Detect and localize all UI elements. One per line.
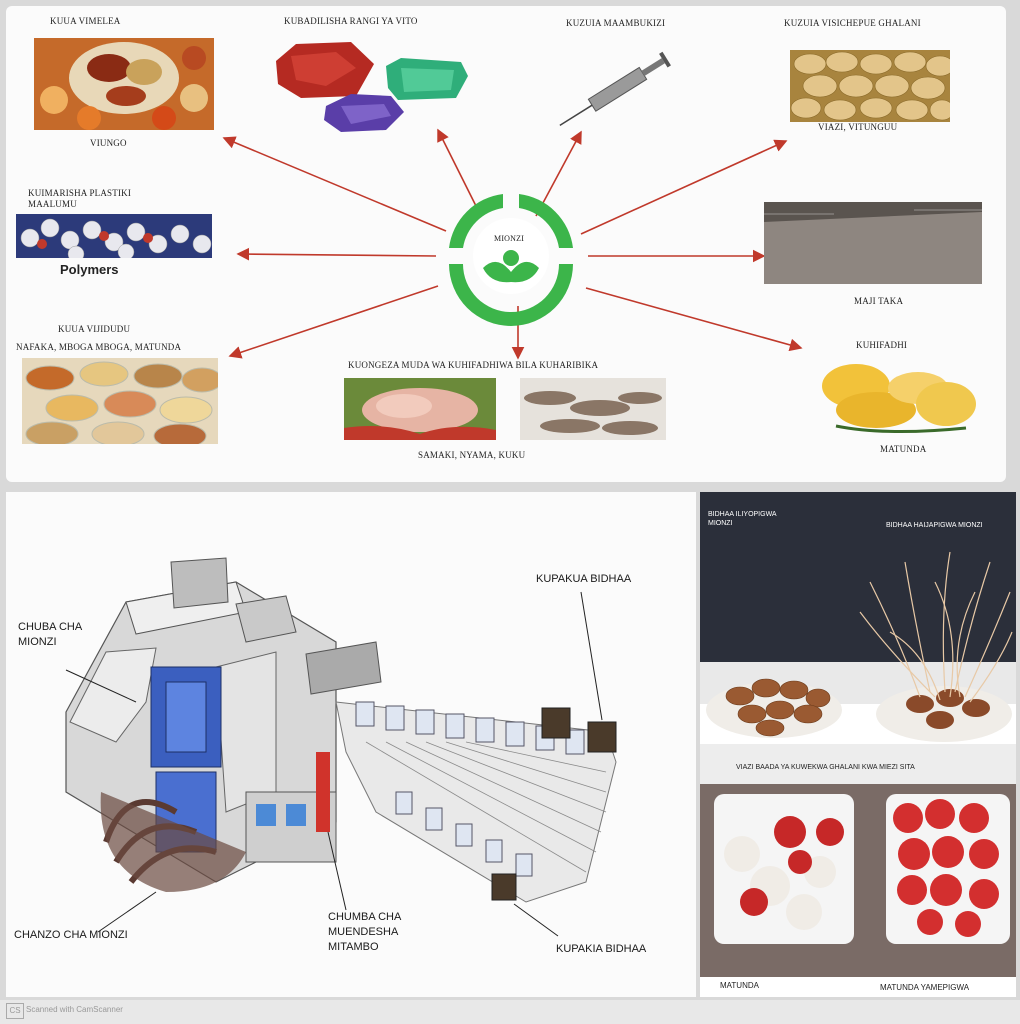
arrow-to-spices bbox=[222, 136, 447, 232]
irradiated-label: BIDHAA ILIYOPIGWA MIONZI bbox=[708, 510, 777, 528]
control-room-line1: CHUMBA CHA bbox=[328, 911, 402, 923]
arrow-to-syringe bbox=[535, 130, 582, 217]
fruit-right-caption: MATUNDA YAMEPIGWA bbox=[880, 983, 970, 992]
spices-caption: VIUNGO bbox=[90, 138, 127, 148]
syringe-icon bbox=[559, 51, 671, 126]
control-room-line3: MITAMBO bbox=[328, 941, 379, 953]
arrow-to-gems bbox=[437, 128, 482, 217]
plastic-title-line1: KUIMARISHA PLASTIKI bbox=[28, 188, 132, 198]
grains-title: KUUA VIJIDUDU bbox=[58, 324, 131, 334]
comparison-photos bbox=[700, 492, 1016, 997]
waste-water-caption: MAJI TAKA bbox=[854, 296, 904, 306]
scanner-text: Scanned with CamScanner bbox=[26, 1005, 123, 1014]
meat-caption: SAMAKI, NYAMA, KUKU bbox=[418, 450, 526, 460]
chamber-label-line2: MIONZI bbox=[18, 636, 57, 648]
arrow-to-grains bbox=[228, 285, 439, 359]
not-irradiated-label: BIDHAA HAIJAPIGWA MIONZI bbox=[886, 522, 983, 529]
source-label: CHANZO CHA MIONZI bbox=[14, 929, 128, 941]
waste-water-image bbox=[764, 202, 982, 284]
radura-logo-icon bbox=[449, 194, 573, 326]
spices-title: KUUA VIMELEA bbox=[50, 16, 121, 26]
gems-title: KUBADILISHA RANGI YA VITO bbox=[284, 16, 418, 26]
chamber-label-line1: CHUBA CHA bbox=[18, 621, 83, 633]
arrow-to-fruit bbox=[585, 287, 803, 352]
arrow-to-potatoes bbox=[580, 139, 788, 235]
unload-label: KUPAKUA BIDHAA bbox=[536, 573, 632, 585]
potatoes-caption: VIAZI, VITUNGUU bbox=[818, 122, 898, 132]
grains-subtitle: NAFAKA, MBOGA MBOGA, MATUNDA bbox=[16, 342, 182, 352]
load-label: KUPAKIA BIDHAA bbox=[556, 943, 647, 955]
scanner-footer: CS Scanned with CamScanner bbox=[0, 1000, 1020, 1024]
spices-image bbox=[34, 38, 214, 130]
grains-image bbox=[22, 358, 218, 444]
comparison-photo-panel: BIDHAA ILIYOPIGWA MIONZI BIDHAA HAIJAPIG… bbox=[700, 492, 1016, 997]
potato-caption: VIAZI BAADA YA KUWEKWA GHALANI KWA MIEZI… bbox=[736, 764, 915, 771]
gems-image bbox=[276, 42, 468, 132]
mango-image bbox=[822, 364, 976, 434]
chamber-label: CHUBA CHA MIONZI bbox=[18, 620, 82, 650]
syringe-title: KUZUIA MAAMBUKIZI bbox=[566, 18, 666, 28]
polymer-caption: Polymers bbox=[60, 262, 119, 277]
irradiated-label-line1: BIDHAA ILIYOPIGWA bbox=[708, 511, 777, 518]
fruit-title: KUHIFADHI bbox=[856, 340, 908, 350]
potatoes-title: KUZUIA VISICHEPUE GHALANI bbox=[784, 18, 921, 28]
fruit-caption: MATUNDA bbox=[880, 444, 927, 454]
potatoes-image bbox=[790, 50, 950, 122]
chicken-image bbox=[344, 378, 496, 440]
uses-diagram-panel: MIONZI KUUA VIMELEA VIUNGO KUBADILISHA R… bbox=[6, 6, 1006, 482]
control-room-line2: MUENDESHA bbox=[328, 926, 399, 938]
irradiated-label-line2: MIONZI bbox=[708, 520, 733, 527]
polymer-image bbox=[16, 214, 212, 258]
arrow-layer bbox=[222, 128, 803, 360]
plastic-title-line2: MAALUMU bbox=[28, 199, 77, 209]
fish-image bbox=[520, 378, 666, 440]
irradiation-plant-panel: CHUBA CHA MIONZI KUPAKUA BIDHAA CHANZO C… bbox=[6, 492, 696, 997]
meat-title: KUONGEZA MUDA WA KUHIFADHIWA BILA KUHARI… bbox=[348, 360, 599, 370]
control-room-label: CHUMBA CHA MUENDESHA MITAMBO bbox=[328, 910, 401, 955]
center-label: MIONZI bbox=[494, 234, 525, 243]
fruit-left-caption: MATUNDA bbox=[720, 981, 759, 990]
camscanner-logo-icon: CS bbox=[6, 1003, 24, 1019]
plastic-title: KUIMARISHA PLASTIKI MAALUMU bbox=[28, 188, 131, 210]
arrow-to-plastic bbox=[236, 247, 437, 261]
plant-illustration bbox=[65, 557, 617, 937]
